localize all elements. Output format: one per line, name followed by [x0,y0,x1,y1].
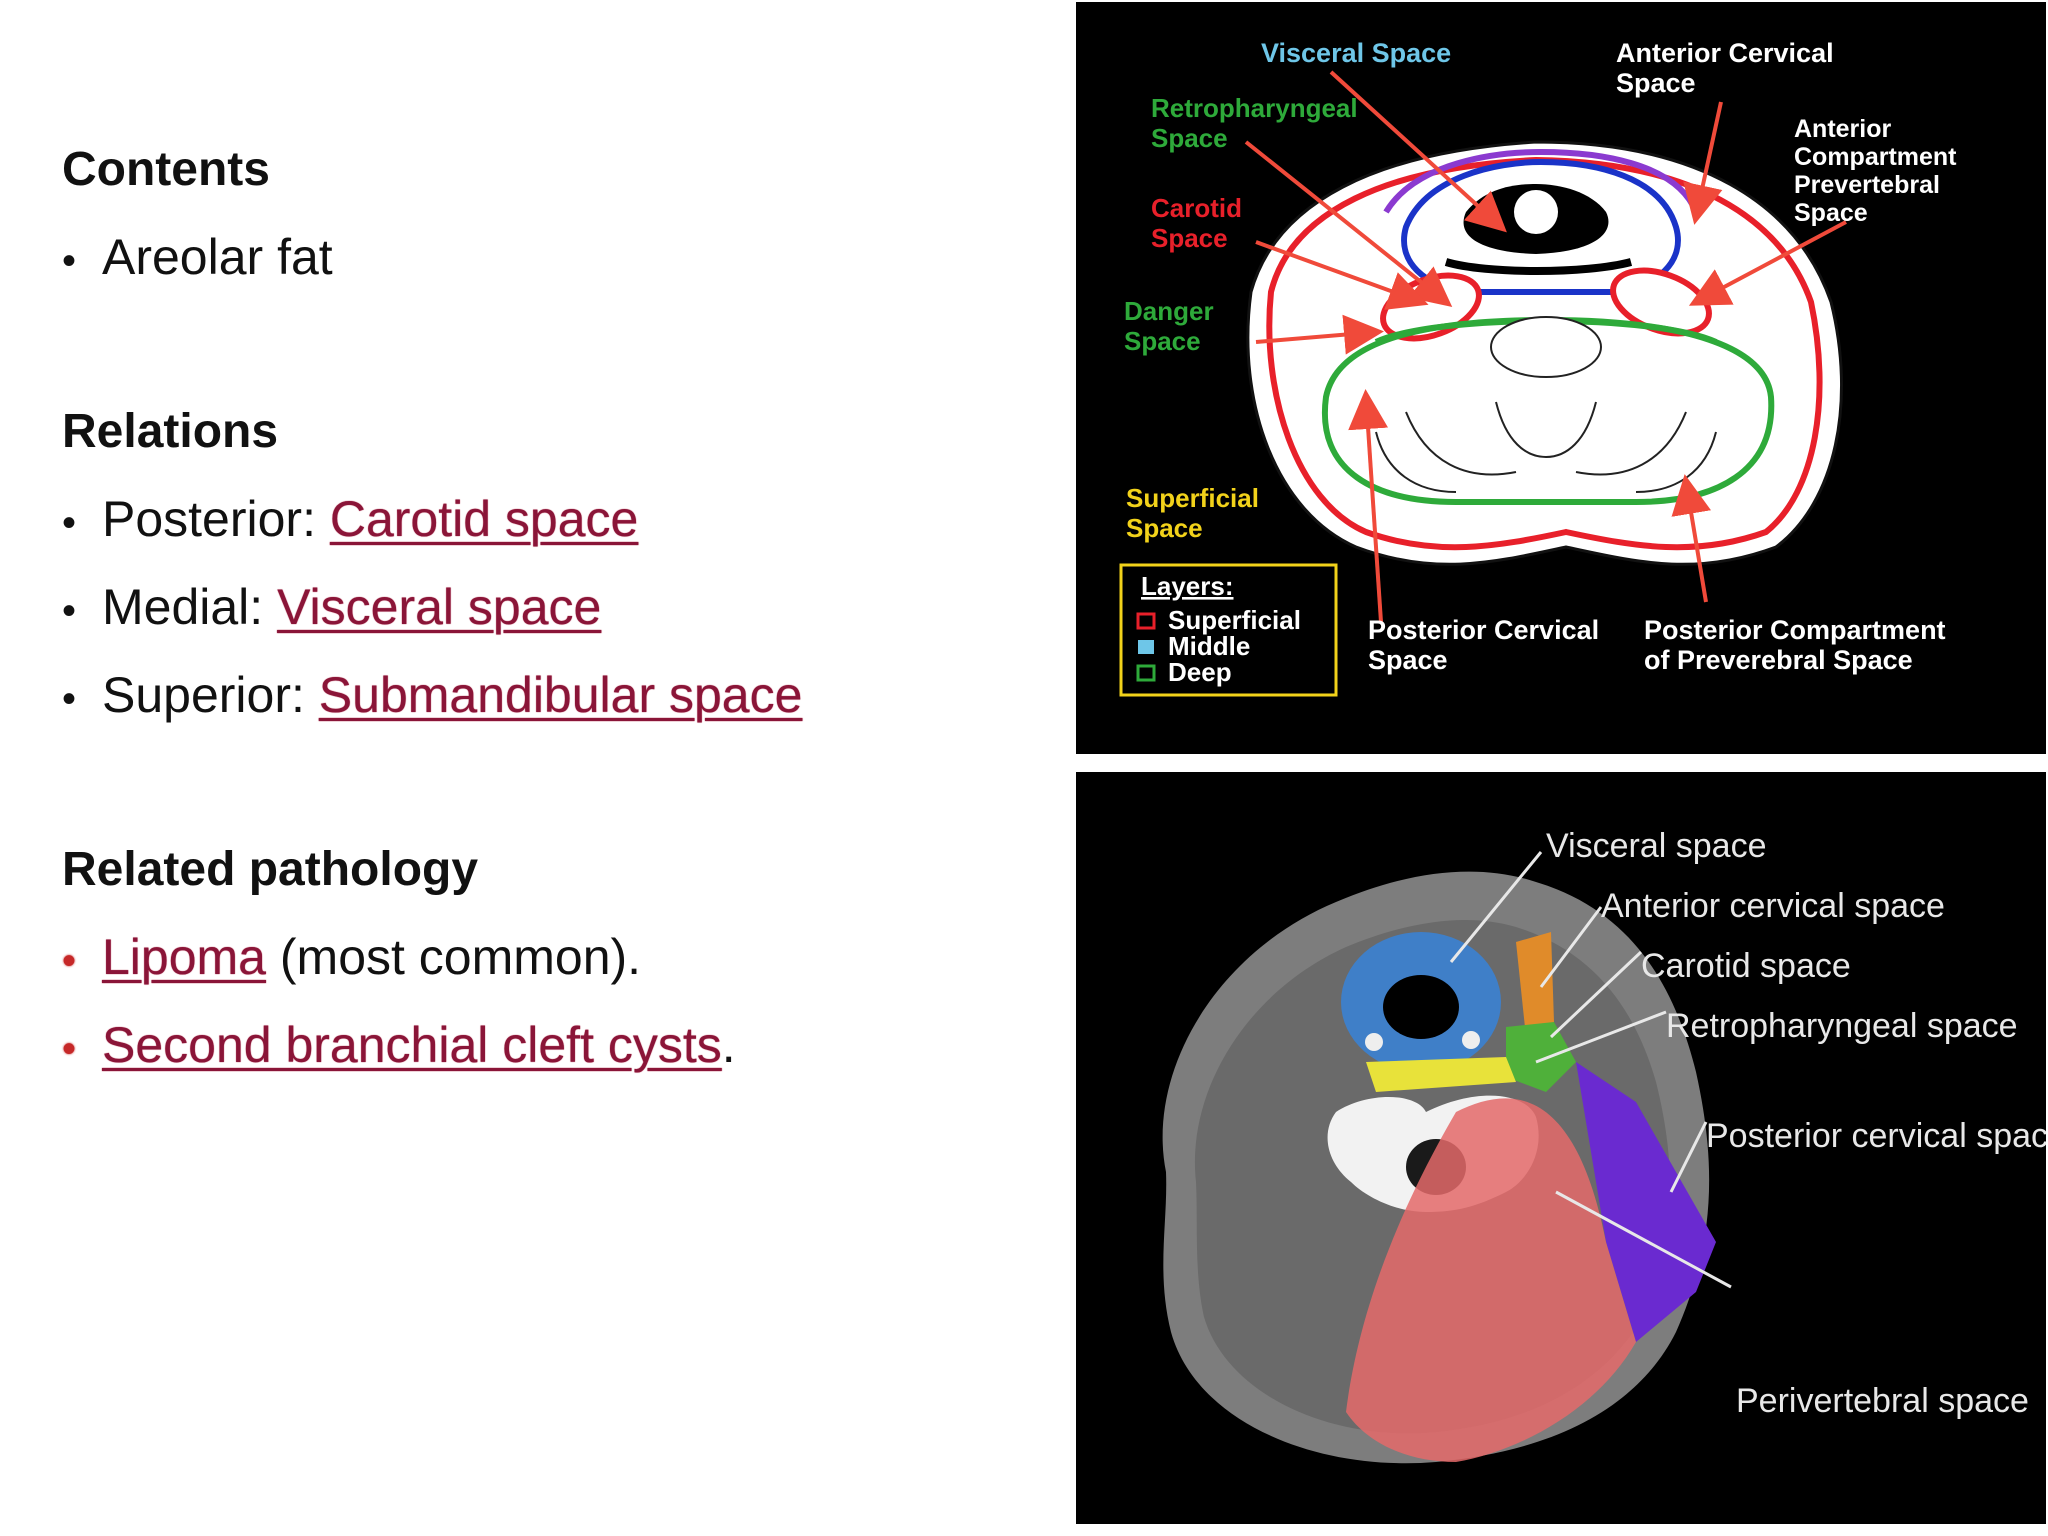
diagram-svg: Visceral Space Anterior Cervical Space R… [1119,38,1957,697]
ct-label-carotid: Carotid space [1641,947,1851,985]
perivertebral-region [1346,1098,1636,1462]
ct-label-perivertebral: Perivertebral space [1736,1382,2029,1420]
bullet-icon: • [62,939,77,983]
legend-label-middle: Middle [1168,631,1250,661]
legend-title: Layers: [1141,571,1234,601]
label-arrows [1244,70,1847,623]
label-anterior-compartment-4: Space [1794,199,1868,227]
bullet-icon: • [62,589,77,633]
label-retropharyngeal-1: Retropharyngeal [1151,93,1358,123]
carotid-space-link[interactable]: Carotid space [329,491,639,547]
branchial-cleft-cyst-link[interactable]: Second branchial cleft cysts [102,1017,722,1073]
label-superficial-1: Superficial [1126,483,1259,513]
pathology-branchial-cyst: • Second branchial cleft cysts . [62,1017,736,1073]
label-posterior-compartment-1: Posterior Compartment [1644,615,1946,645]
ct-label-visceral: Visceral space [1546,827,1767,865]
label-danger-2: Space [1124,326,1201,356]
pathology-heading: Related pathology [62,843,479,896]
retropharyngeal-region [1366,1057,1516,1092]
bullet-icon: • [62,1027,77,1071]
pathology-lipoma: • Lipoma (most common). [62,929,642,985]
label-anterior-compartment-2: Compartment [1794,143,1957,171]
label-anterior-compartment-1: Anterior [1794,115,1892,143]
relation-superior: • Superior: Submandibular space [62,667,803,723]
posterior-cervical-region [1576,1062,1716,1342]
bullet-icon: • [62,239,77,283]
legend-swatch-deep [1136,664,1156,682]
label-superficial-2: Space [1126,513,1203,543]
label-anterior-cervical-2: Space [1616,68,1696,98]
label-visceral: Visceral Space [1261,38,1451,68]
label-posterior-cervical-2: Space [1368,645,1448,675]
label-posterior-compartment-2: of Preverebral Space [1644,645,1913,675]
lipoma-link[interactable]: Lipoma [102,929,266,985]
relation-posterior: • Posterior: Carotid space [62,491,639,547]
legend-swatch-superficial [1136,612,1156,630]
bullet-icon: • [62,501,77,545]
legend-box [1119,563,1338,697]
label-anterior-compartment-3: Prevertebral [1794,171,1940,199]
label-carotid-2: Space [1151,223,1228,253]
label-posterior-cervical-1: Posterior Cervical [1368,615,1599,645]
airway [1383,975,1459,1039]
vertebral-body [1490,316,1602,378]
thyroid-calcification [1365,1033,1383,1051]
legend-label-superficial: Superficial [1168,605,1301,635]
ct-scan-image: Visceral space Anterior cervical space C… [1076,772,2046,1524]
contents-item: • Areolar fat [62,229,333,285]
visceral-space-link[interactable]: Visceral space [277,579,602,635]
ct-leader-lines [1449,851,1732,1289]
ct-label-posterior-cervical: Posterior cervical space [1706,1117,2046,1155]
relation-medial: • Medial: Visceral space [62,579,602,635]
label-anterior-cervical-1: Anterior Cervical [1616,38,1834,68]
label-carotid-1: Carotid [1151,193,1242,223]
ct-label-retropharyngeal: Retropharyngeal space [1666,1007,2018,1045]
contents-heading: Contents [62,143,270,196]
trachea-lumen [1514,190,1558,234]
legend-swatch-middle [1138,640,1154,654]
submandibular-space-link[interactable]: Submandibular space [318,667,803,723]
muscle-bundles [1375,401,1717,493]
label-danger-1: Danger [1124,296,1214,326]
bullet-icon: • [62,677,77,721]
neck-spaces-diagram: Visceral Space Anterior Cervical Space R… [1076,2,2046,754]
legend-label-deep: Deep [1168,657,1232,687]
anterior-cervical-region [1516,932,1554,1037]
label-retropharyngeal-2: Space [1151,123,1228,153]
thyroid-calcification-2 [1462,1031,1480,1049]
ct-label-anterior-cervical: Anterior cervical space [1601,887,1945,925]
carotid-region [1506,1022,1576,1092]
ct-svg: Visceral space Anterior cervical space C… [1162,827,2046,1464]
relations-heading: Relations [62,405,279,458]
anterior-cervical-band [1383,148,1699,214]
esophagus [1444,258,1633,275]
